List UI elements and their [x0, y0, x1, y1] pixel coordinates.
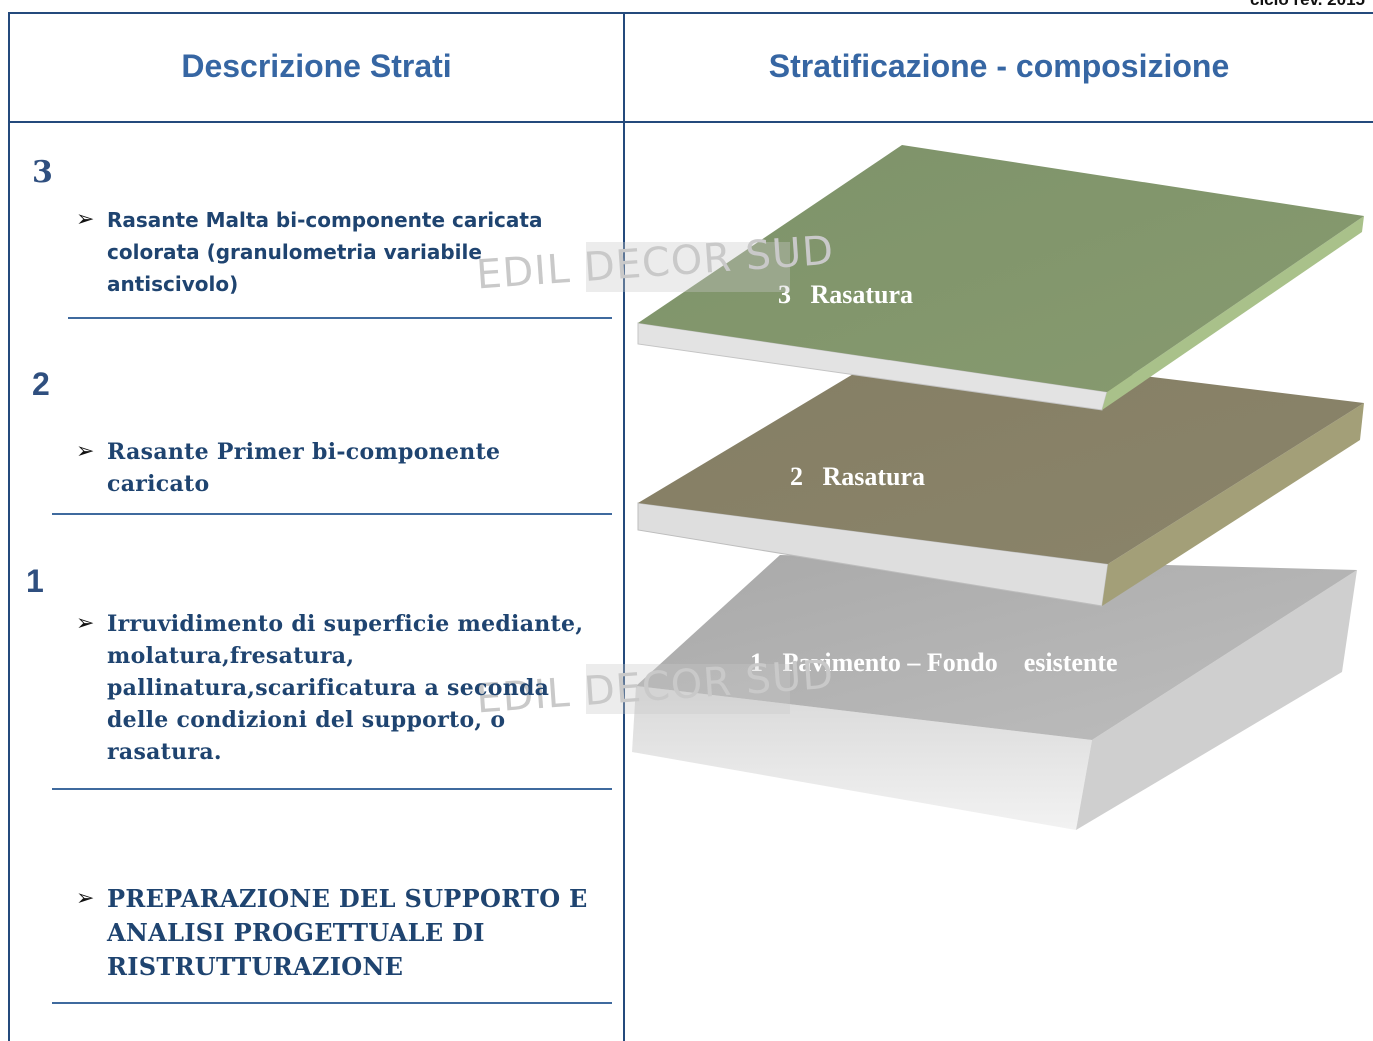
- header-title-left: Descrizione Strati: [181, 48, 452, 84]
- layer-1-slab: [632, 555, 1357, 830]
- frame-left-border: [8, 12, 10, 1041]
- arrow-bullet-icon: ➢: [76, 439, 95, 464]
- watermark-box-top: [586, 242, 790, 292]
- layer-3-slab: [637, 145, 1364, 411]
- layer-3-number: 3: [32, 155, 53, 190]
- document-revision-note: ciclo rev. 2015: [1250, 0, 1365, 10]
- layer-2-separator: [52, 513, 612, 515]
- preparation-text: PREPARAZIONE DEL SUPPORTO E ANALISI PROG…: [107, 884, 588, 981]
- watermark-box-bottom: [586, 664, 790, 714]
- layer-2-number: 2: [32, 366, 50, 402]
- arrow-bullet-icon: ➢: [76, 207, 95, 232]
- diagram-label-layer-2: 2 Rasatura: [790, 462, 926, 491]
- arrow-bullet-icon: ➢: [76, 611, 95, 636]
- layer-1-description: ➢ Irruvidimento di superficie mediante, …: [76, 608, 616, 768]
- layer-2-description-text: Rasante Primer bi-componente caricato: [107, 439, 501, 497]
- layer-3-description-text: Rasante Malta bi-componente caricata col…: [107, 208, 543, 296]
- arrow-bullet-icon: ➢: [76, 886, 95, 911]
- layer-2-slab: [637, 346, 1364, 607]
- diagram-label-layer-1: 1 Pavimento – Fondo esistente: [750, 648, 1118, 677]
- frame-header-divider: [8, 121, 1373, 123]
- header-title-right: Stratificazione - composizione: [768, 48, 1230, 84]
- layer-1-separator: [52, 788, 612, 790]
- diagram-label-layer-3: 3 Rasatura: [778, 280, 914, 309]
- layer-3-separator: [68, 317, 612, 319]
- layer-1-number: 1: [26, 563, 44, 599]
- layer-2-description: ➢ Rasante Primer bi-componente caricato: [76, 436, 576, 500]
- preparation-description: ➢ PREPARAZIONE DEL SUPPORTO E ANALISI PR…: [76, 882, 616, 984]
- preparation-separator: [52, 1002, 612, 1004]
- layer-3-description: ➢ Rasante Malta bi-componente caricata c…: [76, 204, 556, 300]
- frame-column-divider: [623, 12, 625, 1041]
- layer-1-description-text: Irruvidimento di superficie mediante, mo…: [107, 611, 584, 765]
- frame-top-border: [8, 12, 1373, 14]
